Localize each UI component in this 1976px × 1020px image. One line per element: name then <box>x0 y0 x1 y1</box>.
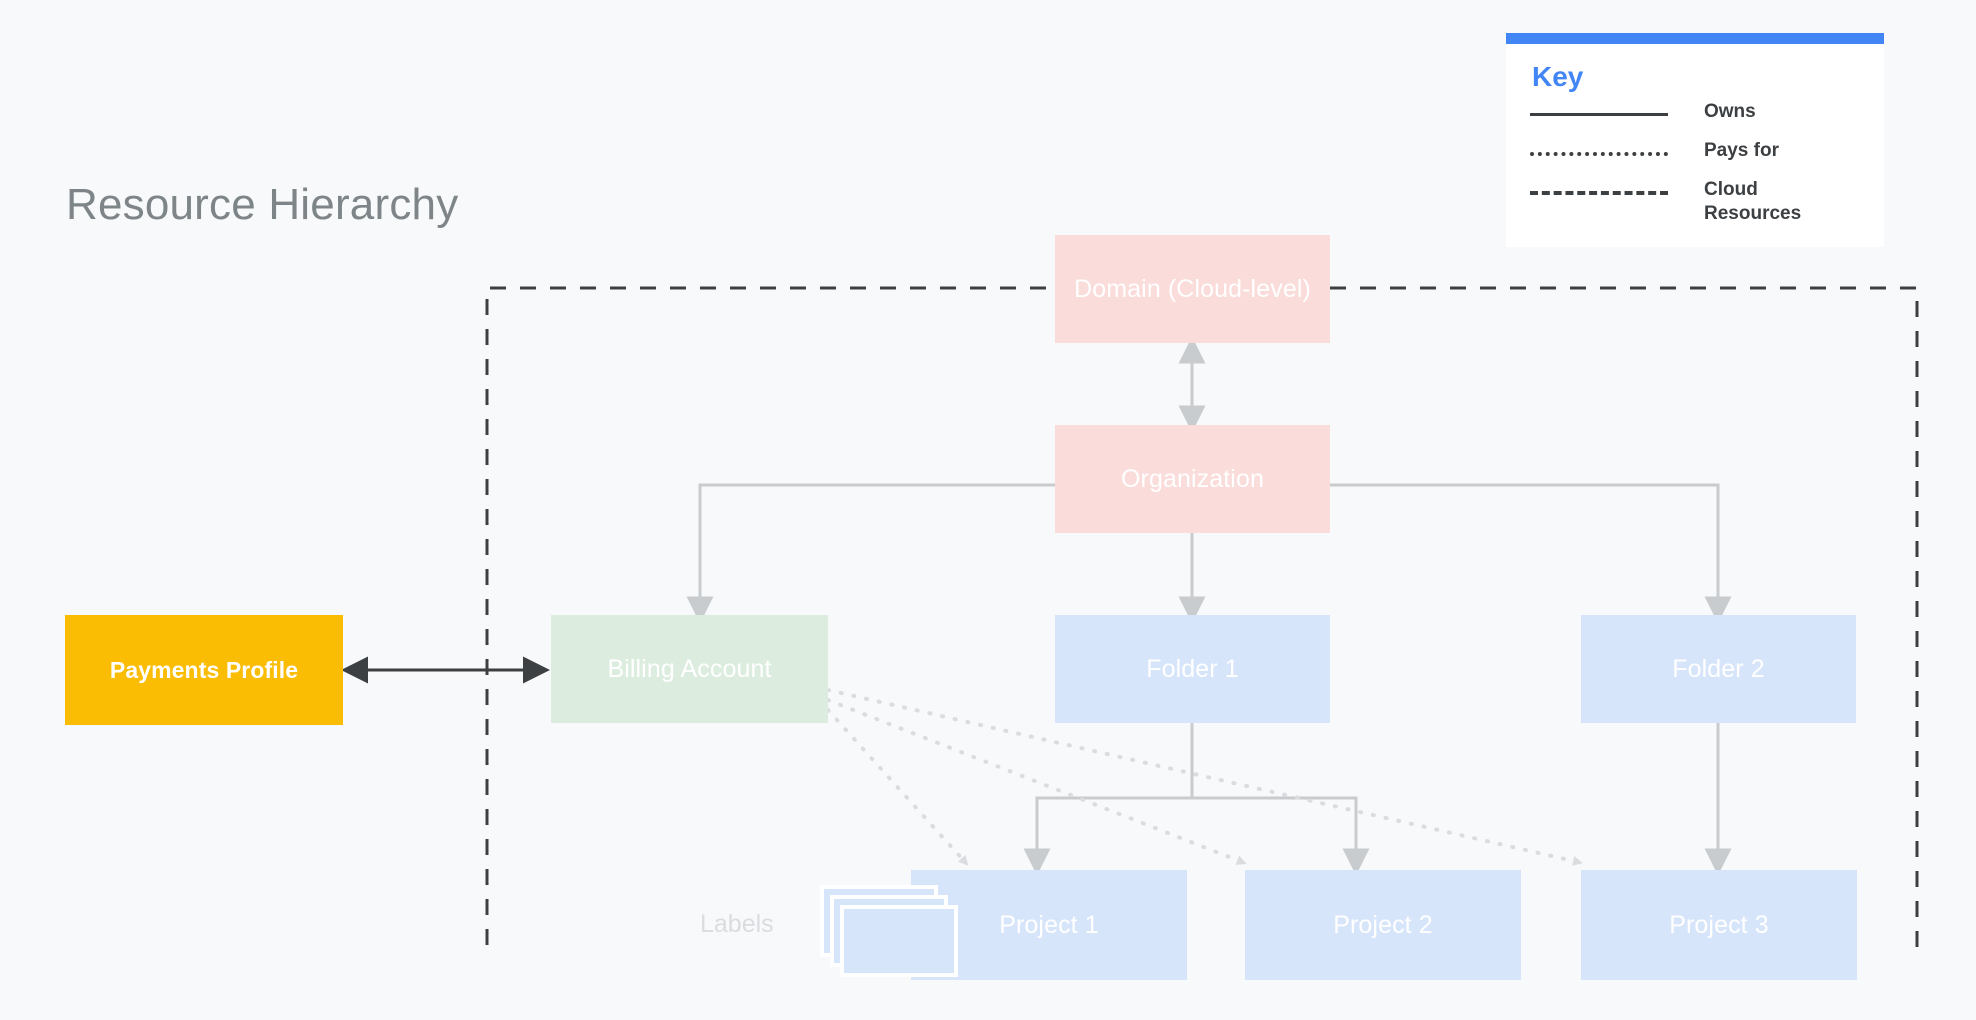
key-item-owns: Owns <box>1530 100 1860 130</box>
node-project-3[interactable]: Project 3 <box>1581 870 1857 980</box>
node-organization-label: Organization <box>1121 464 1264 493</box>
node-payments-profile[interactable]: Payments Profile <box>65 615 343 725</box>
edge-billing-project2 <box>826 698 1247 865</box>
key-item-owns-label: Owns <box>1704 101 1756 123</box>
labels-caption: Labels <box>700 910 774 938</box>
key-accent-bar <box>1506 33 1884 44</box>
key-sample-dashed-line-icon <box>1530 182 1668 204</box>
key-body: Key Owns Pays for Cloud Resources <box>1506 44 1884 247</box>
edge-folder1-project1 <box>1023 723 1194 876</box>
node-folder-1[interactable]: Folder 1 <box>1055 615 1330 723</box>
key-title: Key <box>1532 61 1584 92</box>
key-sample-dotted-line-icon <box>1530 143 1668 165</box>
node-folder-2[interactable]: Folder 2 <box>1581 615 1856 723</box>
node-domain-label: Domain (Cloud-level) <box>1074 274 1311 303</box>
key-panel: Key Owns Pays for Cloud Resources <box>1506 33 1884 247</box>
key-item-cloud-resources-label: Cloud Resources <box>1704 179 1802 224</box>
key-item-pays-for-label: Pays for <box>1704 140 1779 162</box>
node-project-1-label: Project 1 <box>999 910 1099 939</box>
key-sample-solid-line-icon <box>1530 104 1668 126</box>
node-payments-profile-label: Payments Profile <box>109 656 299 683</box>
labels-stack-icon <box>820 885 960 985</box>
node-billing-account-label: Billing Account <box>607 654 772 683</box>
edge-folder1-project2 <box>1192 796 1370 876</box>
node-folder-1-label: Folder 1 <box>1146 654 1239 683</box>
page-title: Resource Hierarchy <box>66 180 459 229</box>
node-project-2-label: Project 2 <box>1333 910 1433 939</box>
node-organization[interactable]: Organization <box>1055 425 1330 533</box>
key-item-pays-for: Pays for <box>1530 139 1860 169</box>
node-billing-account[interactable]: Billing Account <box>551 615 828 723</box>
edge-billing-project1 <box>826 708 969 866</box>
node-project-3-label: Project 3 <box>1669 910 1769 939</box>
node-project-2[interactable]: Project 2 <box>1245 870 1521 980</box>
node-folder-2-label: Folder 2 <box>1672 654 1765 683</box>
node-domain[interactable]: Domain (Cloud-level) <box>1055 235 1330 343</box>
key-item-cloud-resources: Cloud Resources <box>1530 178 1860 224</box>
labels-card-front <box>840 905 958 977</box>
